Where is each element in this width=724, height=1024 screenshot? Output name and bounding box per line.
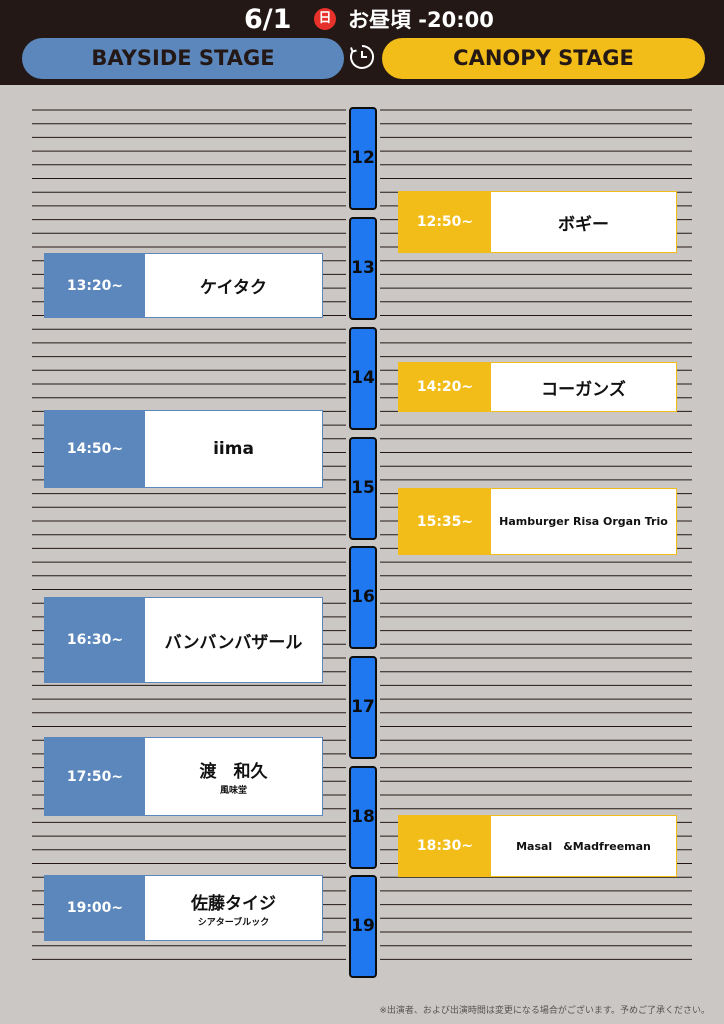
slot-time: 12:50~ [399,192,491,252]
hour-block-14: 14 [349,327,377,430]
slot-act: ボギー [491,192,676,252]
bayside-stage-header: BAYSIDE STAGE [22,38,344,79]
slot-time: 14:20~ [399,363,491,411]
act-name: バンバンバザール [164,632,303,653]
slot-act: 佐藤タイジシアターブルック [145,876,322,940]
event-date: 6/1 [244,4,292,35]
slot-act: バンバンバザール [145,598,322,682]
canopy-stage-header: CANOPY STAGE [382,38,705,79]
slot-act: iima [145,411,322,487]
bayside-slot: 17:50~渡 和久風味堂 [44,737,323,816]
act-name: Hamburger Risa Organ Trio [499,515,668,528]
slot-time: 14:50~ [45,411,145,487]
act-affiliation: シアターブルック [197,917,270,928]
slot-time: 17:50~ [45,738,145,815]
hour-block-16: 16 [349,546,377,649]
bayside-slot: 14:50~ iima [44,410,323,488]
slot-act: コーガンズ [491,363,676,411]
slot-act: Masal &Madfreeman [491,816,676,876]
hour-block-13: 13 [349,217,377,320]
act-name: ボギー [558,214,609,235]
canopy-slot: 14:20~ コーガンズ [398,362,677,412]
clock-icon [350,45,374,69]
day-badge: 日 [314,8,336,30]
change-notice: ※出演者、および出演時間は変更になる場合がございます。予めご了承ください。 [379,1006,710,1016]
hour-block-12: 12 [349,107,377,210]
slot-time: 18:30~ [399,816,491,876]
canopy-slot: 15:35~ Hamburger Risa Organ Trio [398,488,677,555]
event-hours: お昼頃 -20:00 [348,8,494,32]
slot-time: 13:20~ [45,254,145,317]
bayside-slot: 13:20~ ケイタク [44,253,323,318]
act-name: コーガンズ [541,379,626,400]
hour-block-15: 15 [349,437,377,540]
canopy-slot: 12:50~ ボギー [398,191,677,253]
slot-act: ケイタク [145,254,322,317]
hour-block-19: 19 [349,875,377,978]
act-affiliation: 風味堂 [219,786,247,796]
slot-act: 渡 和久風味堂 [145,738,322,815]
act-name: iima [213,439,254,459]
slot-time: 19:00~ [45,876,145,940]
slot-time: 16:30~ [45,598,145,682]
slot-time: 15:35~ [399,489,491,554]
act-name: Masal &Madfreeman [516,840,651,853]
hour-block-18: 18 [349,766,377,869]
act-name: 渡 和久 [199,762,268,782]
slot-act: Hamburger Risa Organ Trio [491,489,676,554]
bayside-slot: 19:00~佐藤タイジシアターブルック [44,875,323,941]
canopy-slot: 18:30~ Masal &Madfreeman [398,815,677,877]
bayside-slot: 16:30~ バンバンバザール [44,597,323,683]
act-name: 佐藤タイジ [191,893,276,914]
act-name: ケイタク [200,278,267,298]
hour-block-17: 17 [349,656,377,759]
